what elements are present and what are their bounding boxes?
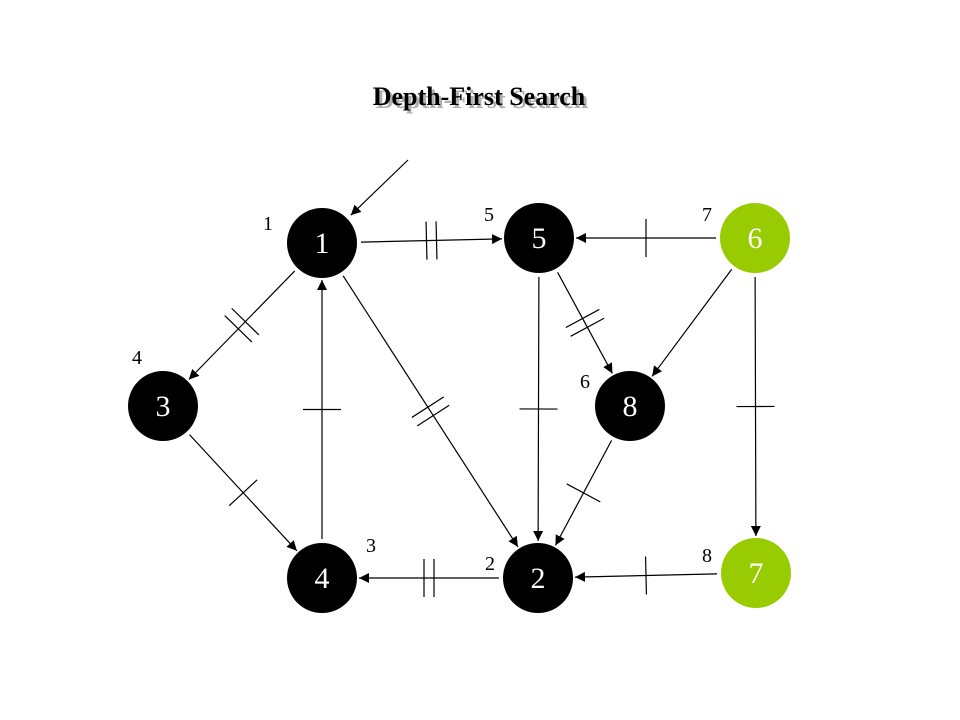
page-title-shadow: Depth-First Search [376,85,589,114]
node-label: 1 [315,227,330,260]
node-circle [721,538,791,608]
node-label: 2 [531,562,546,595]
node-circle [720,203,790,273]
edge-mark-1-3 [231,307,260,336]
edge-5-8 [557,272,613,374]
edge-mark-5-8 [570,317,605,337]
node-5: 5 [504,203,574,273]
node-circle [287,543,357,613]
node-4: 4 [287,543,357,613]
edge-mark-1-2 [416,404,450,427]
node-label: 8 [623,390,638,423]
node-8: 8 [595,371,665,441]
node-6: 6 [720,203,790,273]
edge-1-3 [188,270,296,380]
edge-mark-8-2 [566,483,601,503]
node-label: 7 [749,557,764,590]
node-2: 2 [503,543,573,613]
node-1: 1 [287,208,357,278]
edge-mark-1-5 [425,221,428,260]
node-circle [504,203,574,273]
edge-1-2 [342,275,519,548]
edge-mark-7-2 [644,556,648,595]
visit-order-label: 6 [580,371,590,393]
edge-mark-3-4 [228,479,258,507]
visit-order-label: 7 [702,204,712,226]
visit-order-label: 5 [484,204,494,226]
node-circle [128,371,198,441]
node-circle [503,543,573,613]
page-title: Depth-First Search [373,82,586,111]
edge-mark-1-5 [435,221,438,260]
node-circle [287,208,357,278]
visit-order-label: 2 [485,553,495,575]
node-label: 5 [532,222,547,255]
edge-1-5 [360,234,503,245]
start-arrow [350,159,409,216]
node-label: 3 [156,390,171,423]
edge-mark-1-2 [411,396,445,418]
node-label: 4 [315,562,330,595]
edge-mark-1-3 [224,315,253,343]
node-label: 6 [748,222,763,255]
edge-mark-5-8 [565,308,600,329]
visit-order-label: 4 [132,347,142,369]
node-circle [595,371,665,441]
edge-6-8 [651,268,733,377]
visit-order-label: 3 [366,535,376,557]
node-3: 3 [128,371,198,441]
visit-order-label: 8 [702,545,712,567]
node-7: 7 [721,538,791,608]
edges-layer [188,159,775,597]
visit-order-label: 1 [263,213,273,235]
